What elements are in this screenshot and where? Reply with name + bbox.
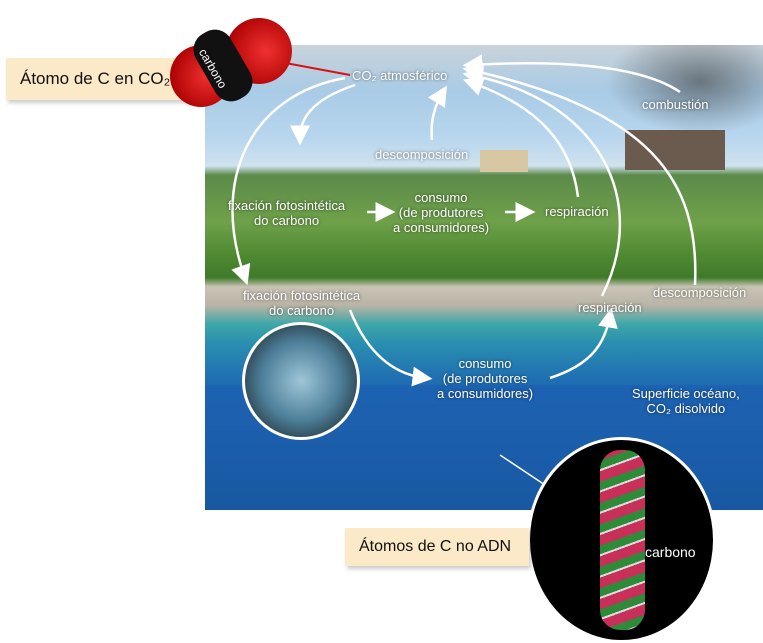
dna-inset [527,437,716,643]
callout-atoms-dna: Átomos de C no ADN [345,528,529,566]
farmhouse [480,150,528,172]
dna-helix [600,450,645,630]
callout-atom-text: Átomo de C en CO₂ [20,69,171,88]
co2-molecule: carbono [168,10,298,110]
label-combustion: combustión [642,97,709,112]
factory [625,130,725,170]
label-co2-atmospheric: CO₂ atmosférico [352,68,448,83]
callout-atom-co2: Átomo de C en CO₂ [6,58,195,100]
label-ocean-surface: Superficie océano, CO₂ disolvido [632,386,740,416]
label-fixation-sea: fixación fotosintética do carbono [243,288,361,318]
label-fixation-land: fixación fotosintética do carbono [228,198,346,228]
label-consumption-land: consumo (de produtores a consumidores) [393,190,490,235]
label-decomposition-sea: descomposición [653,285,747,300]
label-consumption-sea: consumo (de produtores a consumidores) [437,356,534,401]
label-respiration-sea: respiración [578,300,642,315]
callout-dna-text: Átomos de C no ADN [359,538,512,555]
plankton-inset [242,322,360,440]
label-carbon-dna: carbono [645,544,696,560]
label-respiration-land: respiración [545,204,609,219]
smoke [605,45,763,135]
label-decomposition-land: descomposición [375,147,469,162]
